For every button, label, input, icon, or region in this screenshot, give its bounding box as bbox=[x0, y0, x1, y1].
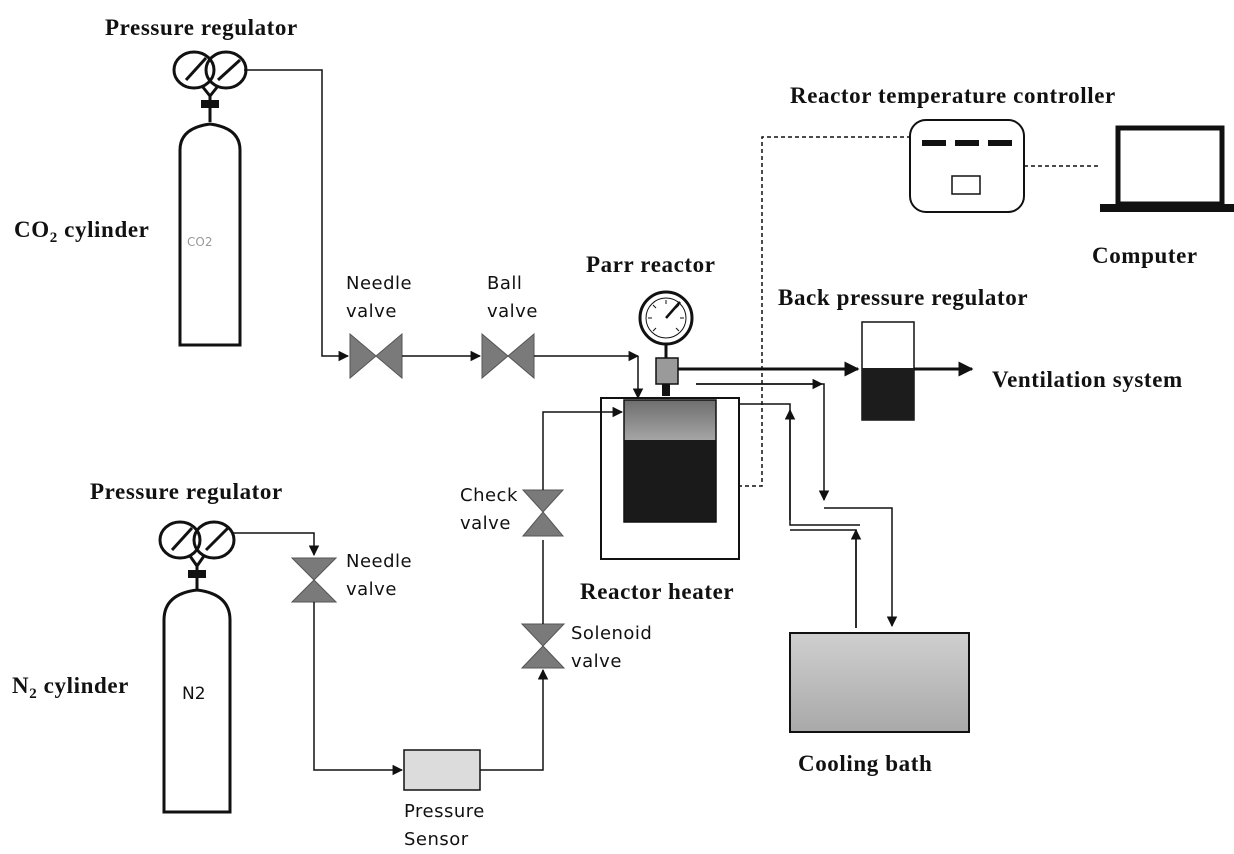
ventilation-system-label: Ventilation system bbox=[992, 367, 1183, 392]
reactor-vessel-top bbox=[624, 400, 716, 440]
co2-cylinder bbox=[178, 122, 242, 347]
reactor-heater-label: Reactor heater bbox=[580, 579, 735, 604]
ball-valve-symbol bbox=[481, 332, 535, 380]
computer-label: Computer bbox=[1092, 243, 1198, 268]
cooling-bath-tank bbox=[789, 632, 970, 733]
n2-cylinder-label: N2 cylinder bbox=[12, 673, 129, 702]
computer-icon bbox=[1100, 125, 1234, 212]
back-pressure-regulator-label: Back pressure regulator bbox=[778, 285, 1029, 310]
pressure-regulator-bottom-label: Pressure regulator bbox=[90, 479, 283, 504]
n2-cylinder bbox=[162, 588, 232, 814]
reactor-temperature-controller-label: Reactor temperature controller bbox=[790, 83, 1116, 108]
pressure-regulator-top-label: Pressure regulator bbox=[105, 15, 298, 40]
solenoid-valve-symbol bbox=[520, 623, 566, 669]
back-pressure-regulator-symbol bbox=[861, 321, 915, 421]
n2-cylinder-tag: N2 bbox=[182, 684, 206, 704]
co2-supply-line bbox=[244, 69, 350, 362]
co2-cylinder-tag: CO2 bbox=[187, 235, 213, 249]
reactor-vessel-body bbox=[624, 440, 716, 522]
parr-reactor-label: Parr reactor bbox=[586, 252, 716, 277]
parr-reactor-gauge bbox=[638, 290, 694, 396]
cooling-loop bbox=[696, 378, 898, 628]
co2-cylinder-label: CO2 cylinder bbox=[14, 217, 150, 246]
cooling-bath-label: Cooling bath bbox=[798, 751, 933, 776]
controller-signal-line bbox=[738, 136, 910, 487]
pressure-sensor-box bbox=[403, 749, 481, 791]
check-valve-symbol bbox=[521, 489, 565, 537]
reactor-temperature-controller-box bbox=[909, 119, 1025, 213]
needle-valve-top-symbol bbox=[349, 332, 403, 380]
needle-valve-bottom-symbol bbox=[290, 557, 338, 603]
co2-pressure-regulator bbox=[172, 50, 248, 122]
n2-pressure-regulator bbox=[158, 520, 236, 592]
